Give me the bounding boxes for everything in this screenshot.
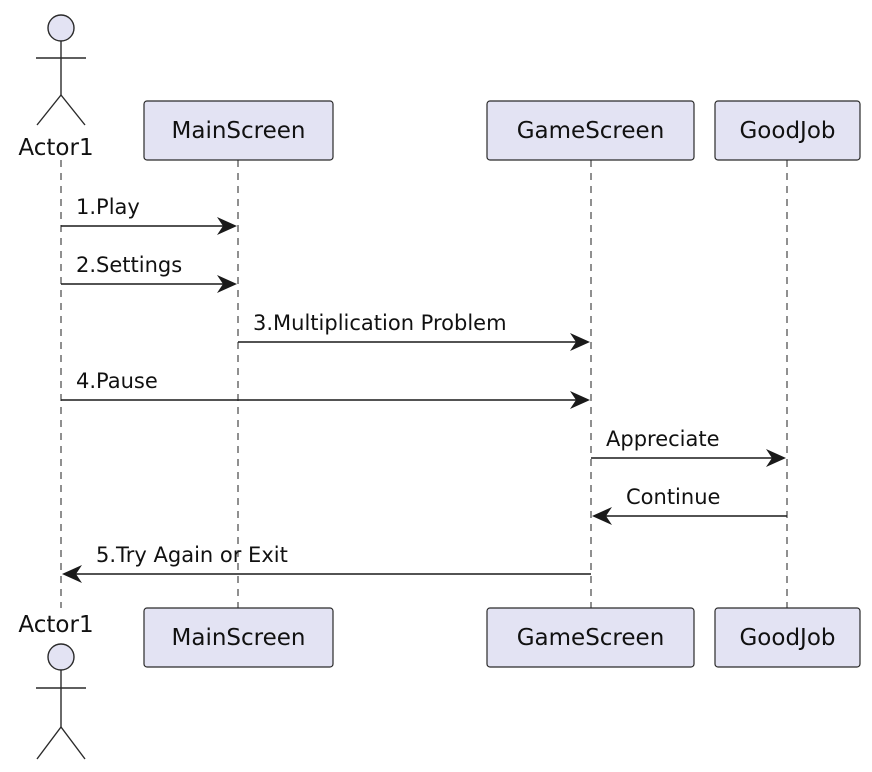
arrow-left-icon [592,507,612,525]
message-settings-label: 2.Settings [76,253,182,277]
actor-left-leg-icon [36,94,62,126]
main-screen-top-label: MainScreen [172,118,306,144]
message-continue-label: Continue [626,485,720,509]
arrow-right-icon [766,449,786,467]
message-continue: Continue [592,485,787,525]
message-appreciate: Appreciate [591,427,786,467]
message-appreciate-label: Appreciate [606,427,720,451]
actor-head-icon [47,14,75,42]
good-job-top-label: GoodJob [739,118,835,144]
arrow-right-icon [217,217,237,235]
main-screen-bottom-label: MainScreen [172,625,306,651]
good-job-bottom-label: GoodJob [739,625,835,651]
participant-main-screen-top: MainScreen [143,100,334,161]
message-try-again-or-exit-label: 5.Try Again or Exit [96,543,288,567]
game-screen-top-label: GameScreen [517,118,665,144]
actor-right-leg-icon [60,94,86,126]
game-screen-bottom-label: GameScreen [517,625,665,651]
arrow-left-icon [62,565,82,583]
message-pause: 4.Pause [61,369,590,409]
participant-game-screen-top: GameScreen [486,100,695,161]
message-pause-label: 4.Pause [76,369,158,393]
participant-game-screen-bottom: GameScreen [486,607,695,668]
actor-right-leg-icon [60,726,86,760]
message-play-label: 1.Play [76,195,140,219]
arrow-right-icon [217,275,237,293]
message-try-again-or-exit: 5.Try Again or Exit [62,543,591,583]
arrow-right-icon [570,333,590,351]
participant-good-job-bottom: GoodJob [714,607,861,668]
actor-head-icon [47,643,75,671]
arrow-right-icon [570,391,590,409]
participant-main-screen-bottom: MainScreen [143,607,334,668]
actor1-top-label: Actor1 [18,135,93,161]
actor1-bottom: Actor1 [18,612,94,760]
message-multiplication-problem-label: 3.Multiplication Problem [253,311,507,335]
message-play: 1.Play [61,195,237,235]
actor1-top: Actor1 [18,14,94,161]
actor-left-leg-icon [36,726,62,760]
participant-good-job-top: GoodJob [714,100,861,161]
actor1-bottom-label: Actor1 [18,612,93,638]
message-multiplication-problem: 3.Multiplication Problem [238,311,590,351]
message-settings: 2.Settings [61,253,237,293]
